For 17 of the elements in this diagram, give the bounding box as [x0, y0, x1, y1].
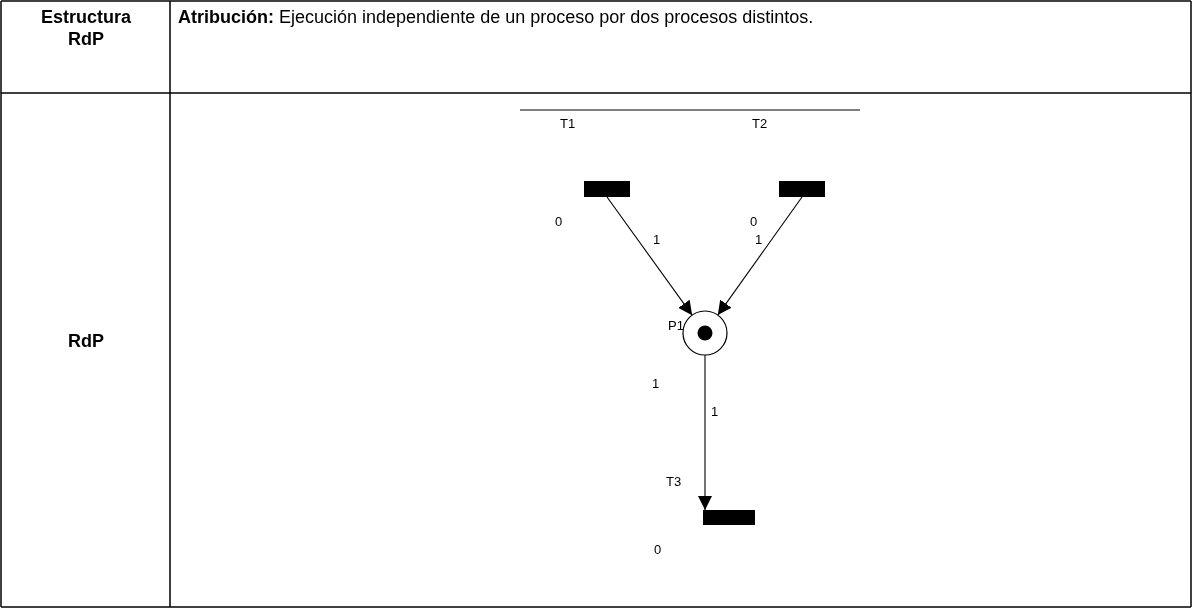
arc-weight: 1 [652, 232, 662, 247]
arc-arrow [698, 354, 712, 511]
arc-weight: 1 [754, 232, 764, 247]
arc-arrow [717, 196, 803, 316]
marking-value: 1 [652, 376, 660, 391]
transition-label: T1 [560, 116, 576, 131]
arc-weight: 1 [710, 404, 720, 419]
delay-value: 0 [750, 214, 758, 229]
transition-label: T2 [752, 116, 768, 131]
arc-arrow [606, 196, 693, 316]
transition-label: T3 [666, 474, 682, 489]
description-text: Atribución: Ejecución independiente de un proceso por dos procesos distintos. [178, 6, 815, 28]
cell-heading: RdP [67, 330, 105, 352]
delay-value: 0 [654, 542, 662, 557]
cell-heading: Estructura RdP [40, 6, 132, 50]
delay-value: 0 [555, 214, 563, 229]
place-label: P1 [668, 318, 684, 333]
